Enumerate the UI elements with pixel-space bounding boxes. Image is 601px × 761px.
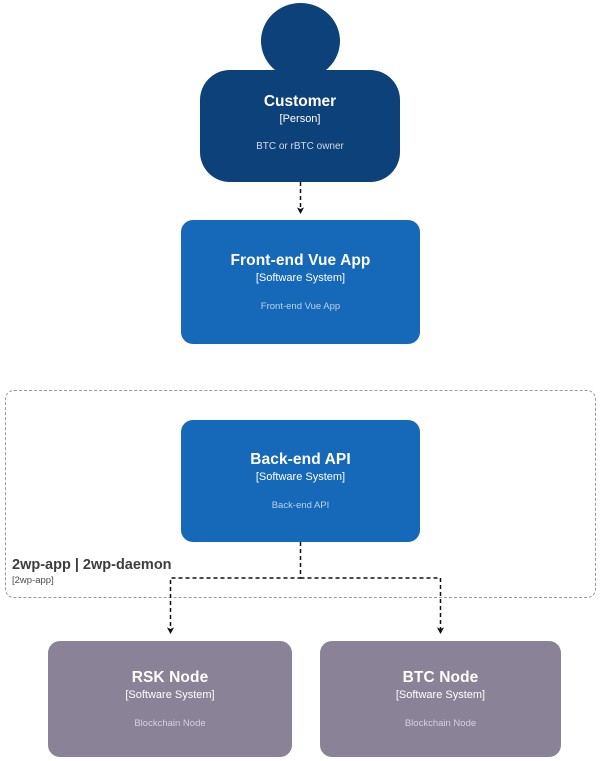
customer-title: Customer [263,93,337,110]
rsk-node-title: RSK Node [131,669,209,686]
customer-head-icon [261,3,340,79]
node-btc-node[interactable]: BTC Node [Software System] Blockchain No… [320,641,561,757]
customer-description: BTC or rBTC owner [256,141,344,152]
boundary-subtitle: [2wp-app] [12,575,54,586]
node-backend-api[interactable]: Back-end API [Software System] Back-end … [181,420,420,542]
backend-description: Back-end API [271,500,330,511]
rsk-node-description: Blockchain Node [134,718,206,729]
frontend-description: Front-end Vue App [260,301,341,312]
customer-body: Customer [Person] BTC or rBTC owner [200,70,400,182]
rsk-node-subtitle: [Software System] [125,689,215,701]
boundary-label: 2wp-app | 2wp-daemon [2wp-app] [12,556,172,587]
frontend-title: Front-end Vue App [230,252,371,269]
customer-subtitle: [Person] [279,113,321,125]
btc-node-description: Blockchain Node [404,718,477,729]
node-rsk-node[interactable]: RSK Node [Software System] Blockchain No… [48,641,292,757]
backend-title: Back-end API [250,451,351,468]
boundary-title: 2wp-app | 2wp-daemon [12,557,172,573]
backend-subtitle: [Software System] [255,471,346,483]
node-frontend-vue-app[interactable]: Front-end Vue App [Software System] Fron… [181,220,420,344]
frontend-subtitle: [Software System] [255,272,346,284]
btc-node-title: BTC Node [402,669,479,686]
btc-node-subtitle: [Software System] [395,689,486,701]
